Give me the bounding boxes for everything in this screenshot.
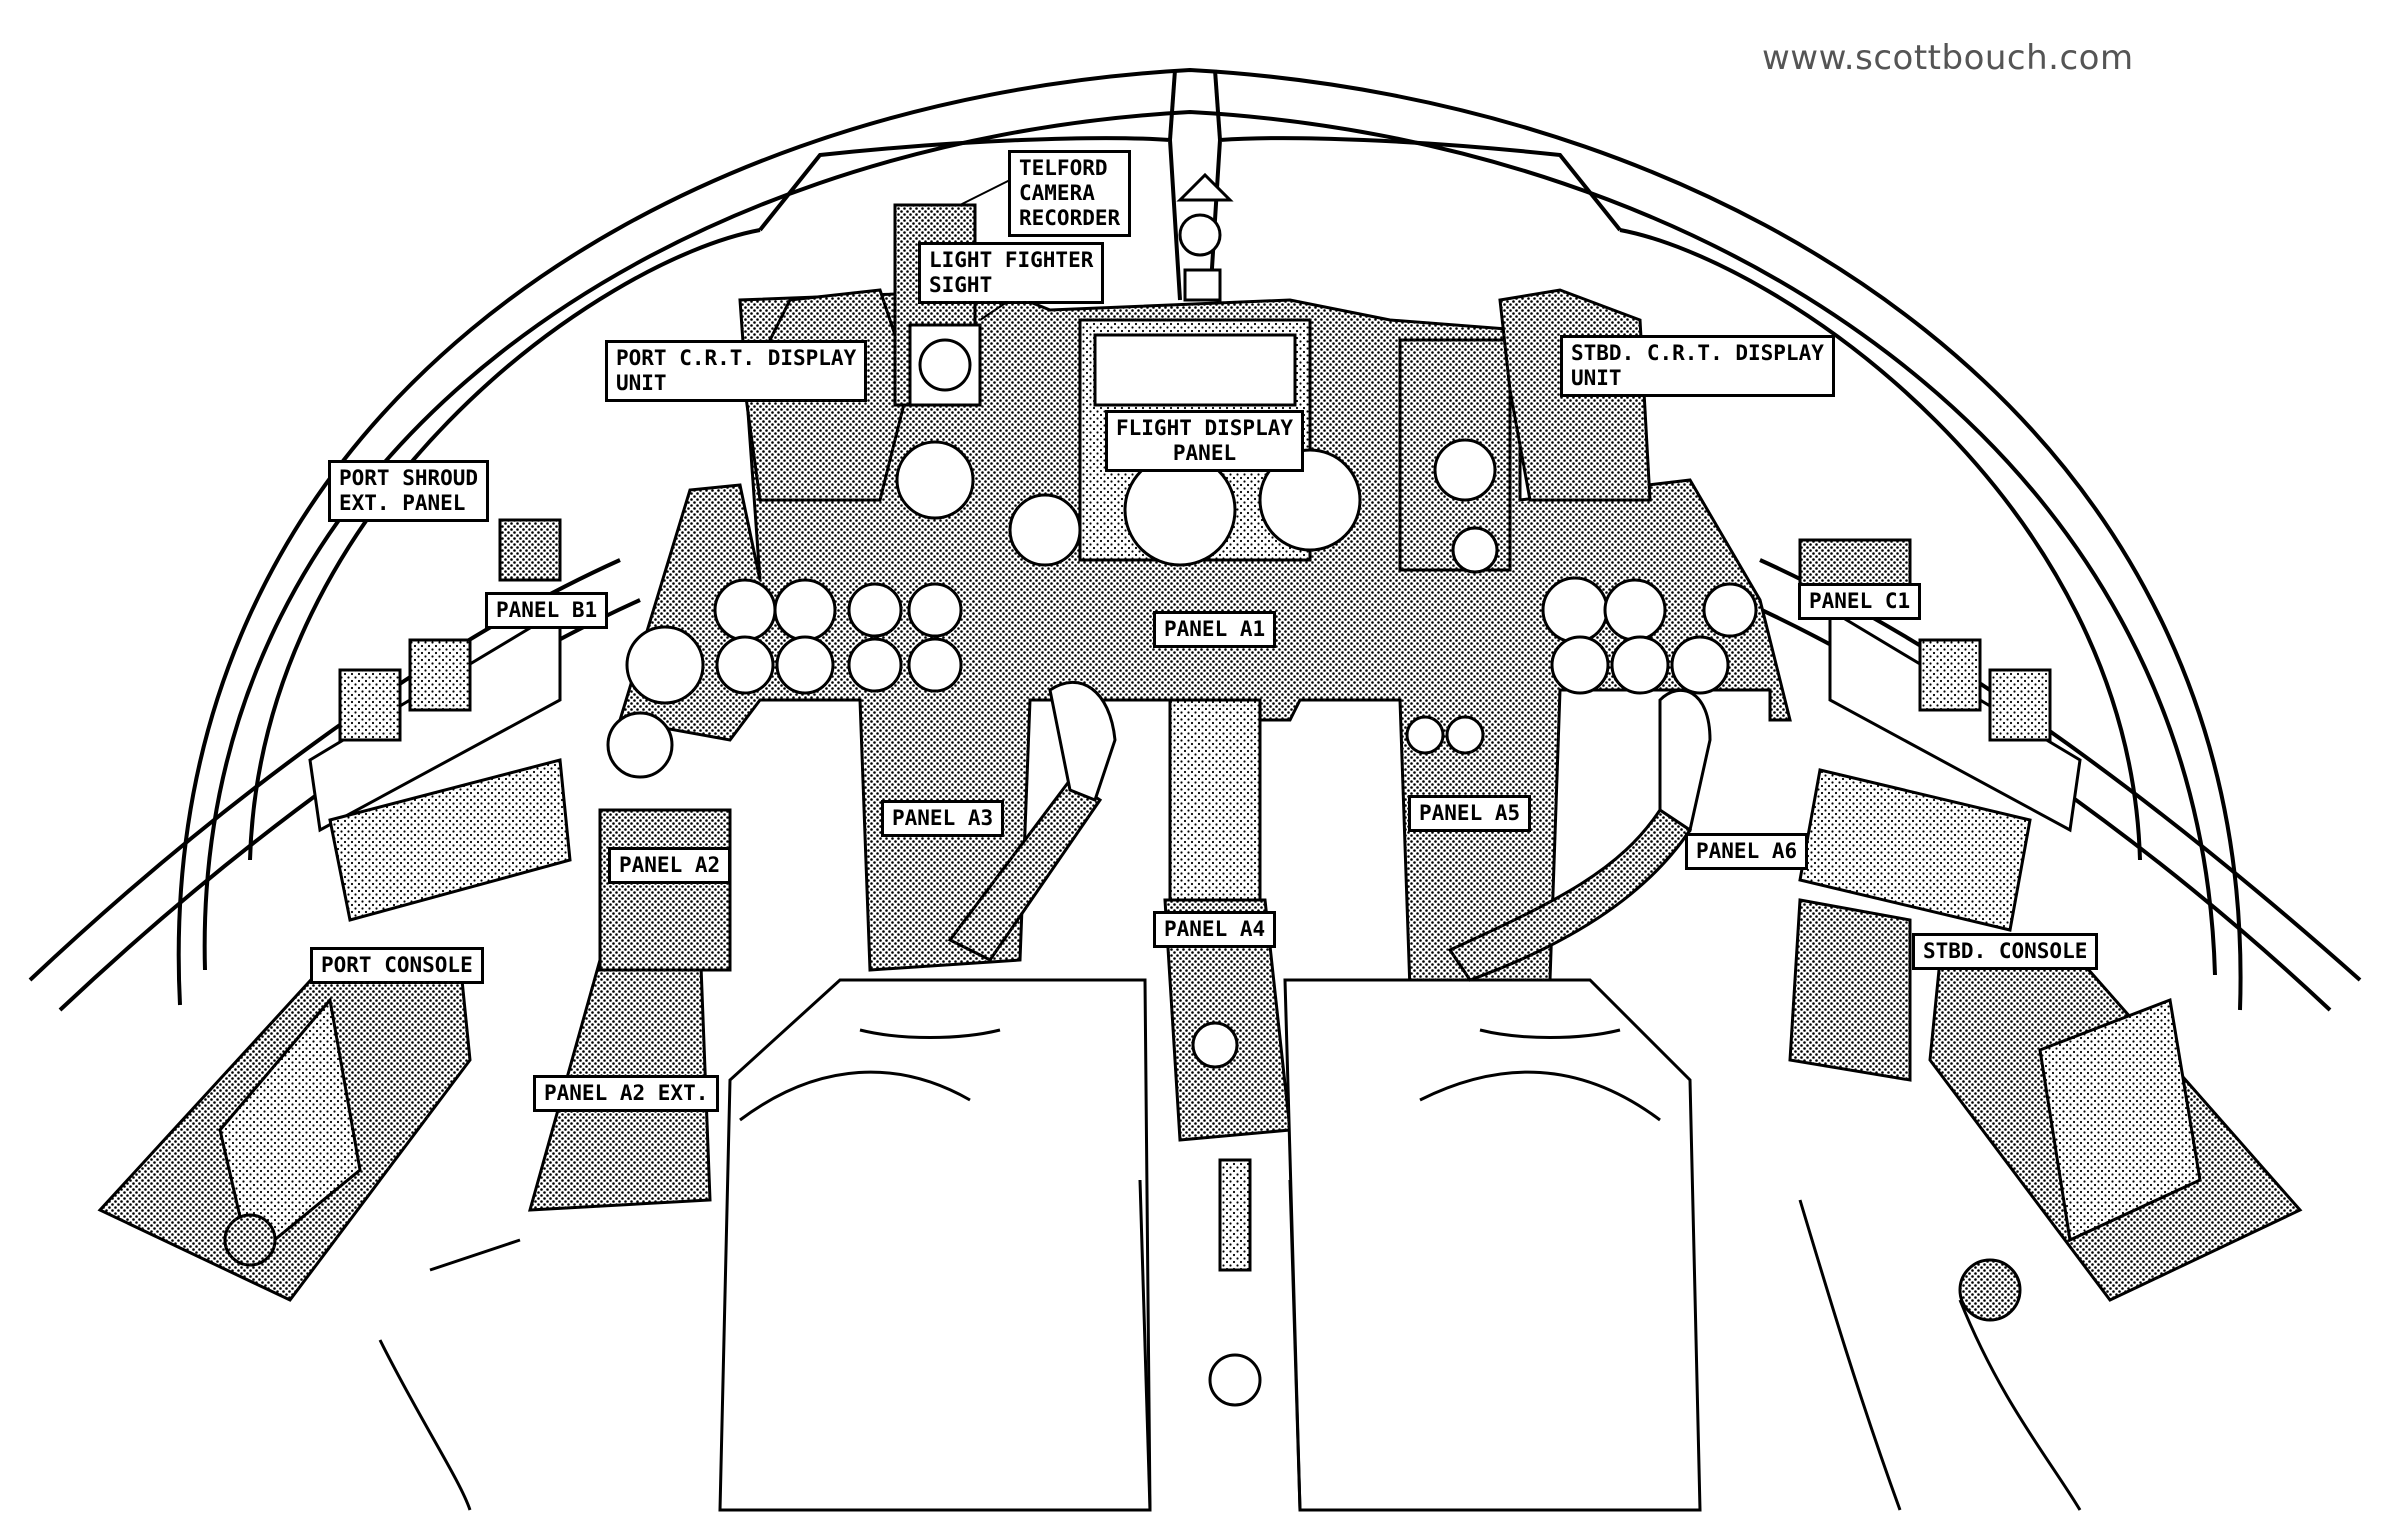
label-telford-camera-recorder: TELFORD CAMERA RECORDER <box>1008 150 1132 237</box>
port-console <box>97 758 732 1302</box>
label-port-console: PORT CONSOLE <box>310 947 484 984</box>
label-panel-c1: PANEL C1 <box>1798 583 1922 620</box>
lower-cockpit-details <box>223 1158 2082 1511</box>
label-panel-a5: PANEL A5 <box>1408 795 1532 832</box>
label-port-shroud-ext-panel: PORT SHROUD EXT. PANEL <box>328 460 490 522</box>
label-light-fighter-sight: LIGHT FIGHTER SIGHT <box>918 242 1105 304</box>
watermark: www.scottbouch.com <box>1762 38 2134 78</box>
light-fighter-sight <box>893 172 1234 407</box>
label-port-crt-display-unit: PORT C.R.T. DISPLAY UNIT <box>605 340 868 402</box>
label-panel-b1: PANEL B1 <box>485 592 609 629</box>
label-panel-a1: PANEL A1 <box>1153 611 1277 648</box>
instrument-gauges <box>606 438 1758 779</box>
label-stbd-console: STBD. CONSOLE <box>1912 933 2099 970</box>
label-panel-a3: PANEL A3 <box>881 800 1005 837</box>
port-shroud-panel <box>308 518 562 833</box>
label-panel-a2: PANEL A2 <box>608 847 732 884</box>
label-panel-a2-ext: PANEL A2 EXT. <box>533 1075 720 1112</box>
label-stbd-crt-display-unit: STBD. C.R.T. DISPLAY UNIT <box>1560 335 1835 397</box>
stbd-shroud-panel <box>1798 538 2082 833</box>
label-panel-a4: PANEL A4 <box>1153 911 1277 948</box>
center-pedestal <box>1163 698 1292 1142</box>
label-panel-a6: PANEL A6 <box>1685 833 1809 870</box>
label-flight-display-panel: FLIGHT DISPLAY PANEL <box>1105 410 1305 472</box>
stbd-console <box>1788 768 2303 1302</box>
control-sticks <box>947 680 1712 982</box>
seat-cushions <box>718 978 1702 1512</box>
